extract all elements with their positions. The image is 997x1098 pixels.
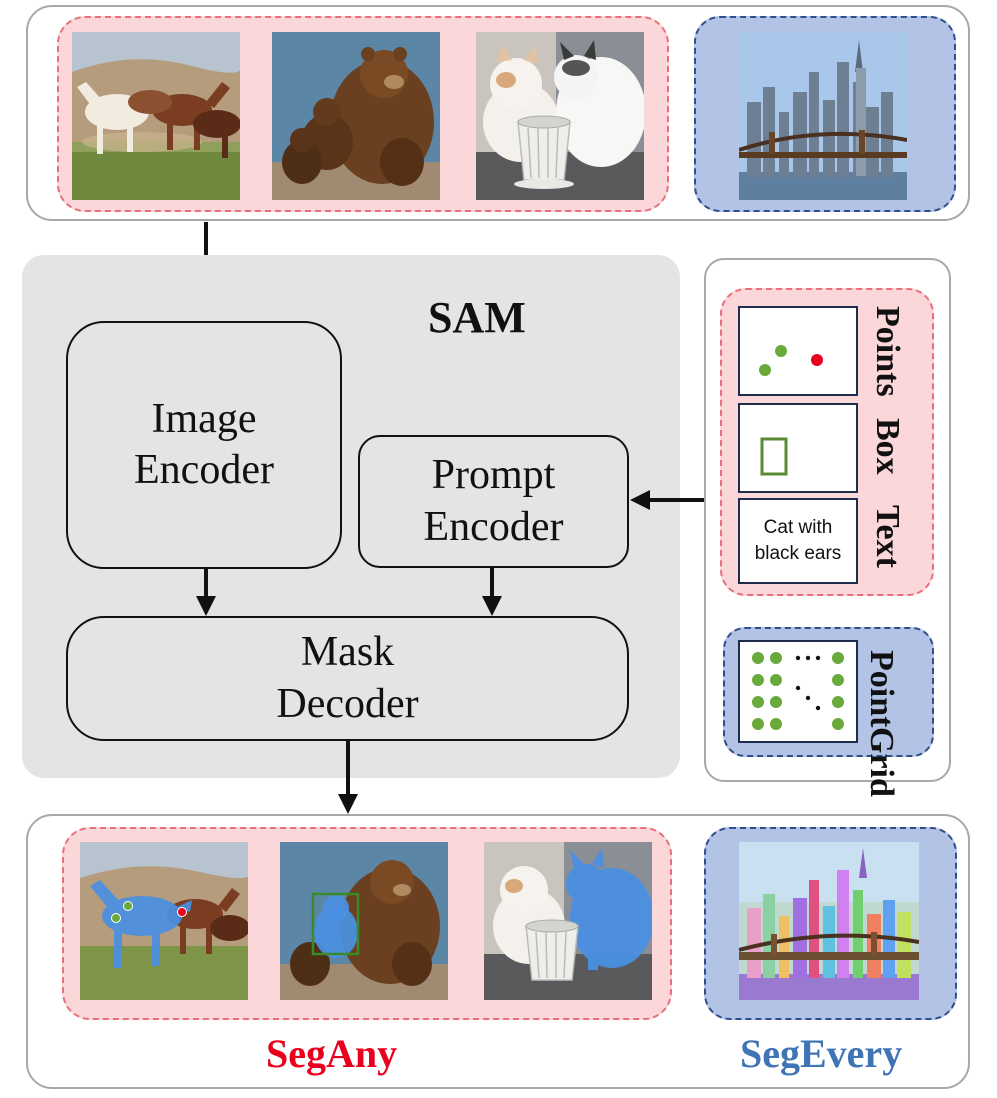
points-prompt-cell [738, 306, 858, 396]
horses-image [72, 32, 240, 200]
points-label: Points [869, 306, 906, 397]
segany-caption: SegAny [266, 1031, 398, 1076]
text-prompt-line1: Cat with [763, 517, 833, 539]
bears-segmented-image [280, 842, 448, 1000]
point-grid-label: Point Grid [863, 650, 900, 798]
image-encoder-line2: Encoder [134, 447, 274, 493]
point-grid-label-line2: Grid [863, 727, 900, 798]
box-shape [760, 437, 788, 476]
green-point [775, 345, 787, 357]
cats-segmented-image [484, 842, 652, 1000]
prompt-encoder-line2: Encoder [423, 503, 564, 550]
text-prompt-line2: black ears [754, 543, 842, 564]
mask-decoder-line1: Mask [300, 629, 395, 676]
segevery-caption: SegEvery [740, 1031, 903, 1076]
arrow-decoder-to-output [338, 740, 358, 814]
horses-segmented-image [80, 842, 248, 1000]
cats-image [476, 32, 644, 200]
green-point [759, 364, 771, 376]
prompt-encoder-line1: Prompt [431, 452, 556, 499]
red-point [811, 354, 823, 366]
city-segmented-image [739, 842, 919, 1000]
image-encoder-line1: Image [151, 395, 257, 442]
bears-image [272, 32, 440, 200]
arrow-prompt-encoder-to-decoder [482, 568, 502, 616]
arrow-prompts-to-encoder [630, 490, 706, 510]
point-grid-cell [738, 640, 858, 743]
city-skyline-image [739, 32, 907, 200]
text-prompt-cell: Cat with black ears [738, 498, 858, 584]
point-grid-label-line1: Point [863, 650, 900, 728]
mask-decoder-line2: Decoder [276, 680, 419, 727]
arrow-image-encoder-to-decoder [196, 568, 216, 616]
box-prompt-cell [738, 403, 858, 493]
text-label: Text [869, 505, 906, 568]
box-label: Box [869, 418, 906, 475]
sam-title: SAM [428, 293, 526, 342]
